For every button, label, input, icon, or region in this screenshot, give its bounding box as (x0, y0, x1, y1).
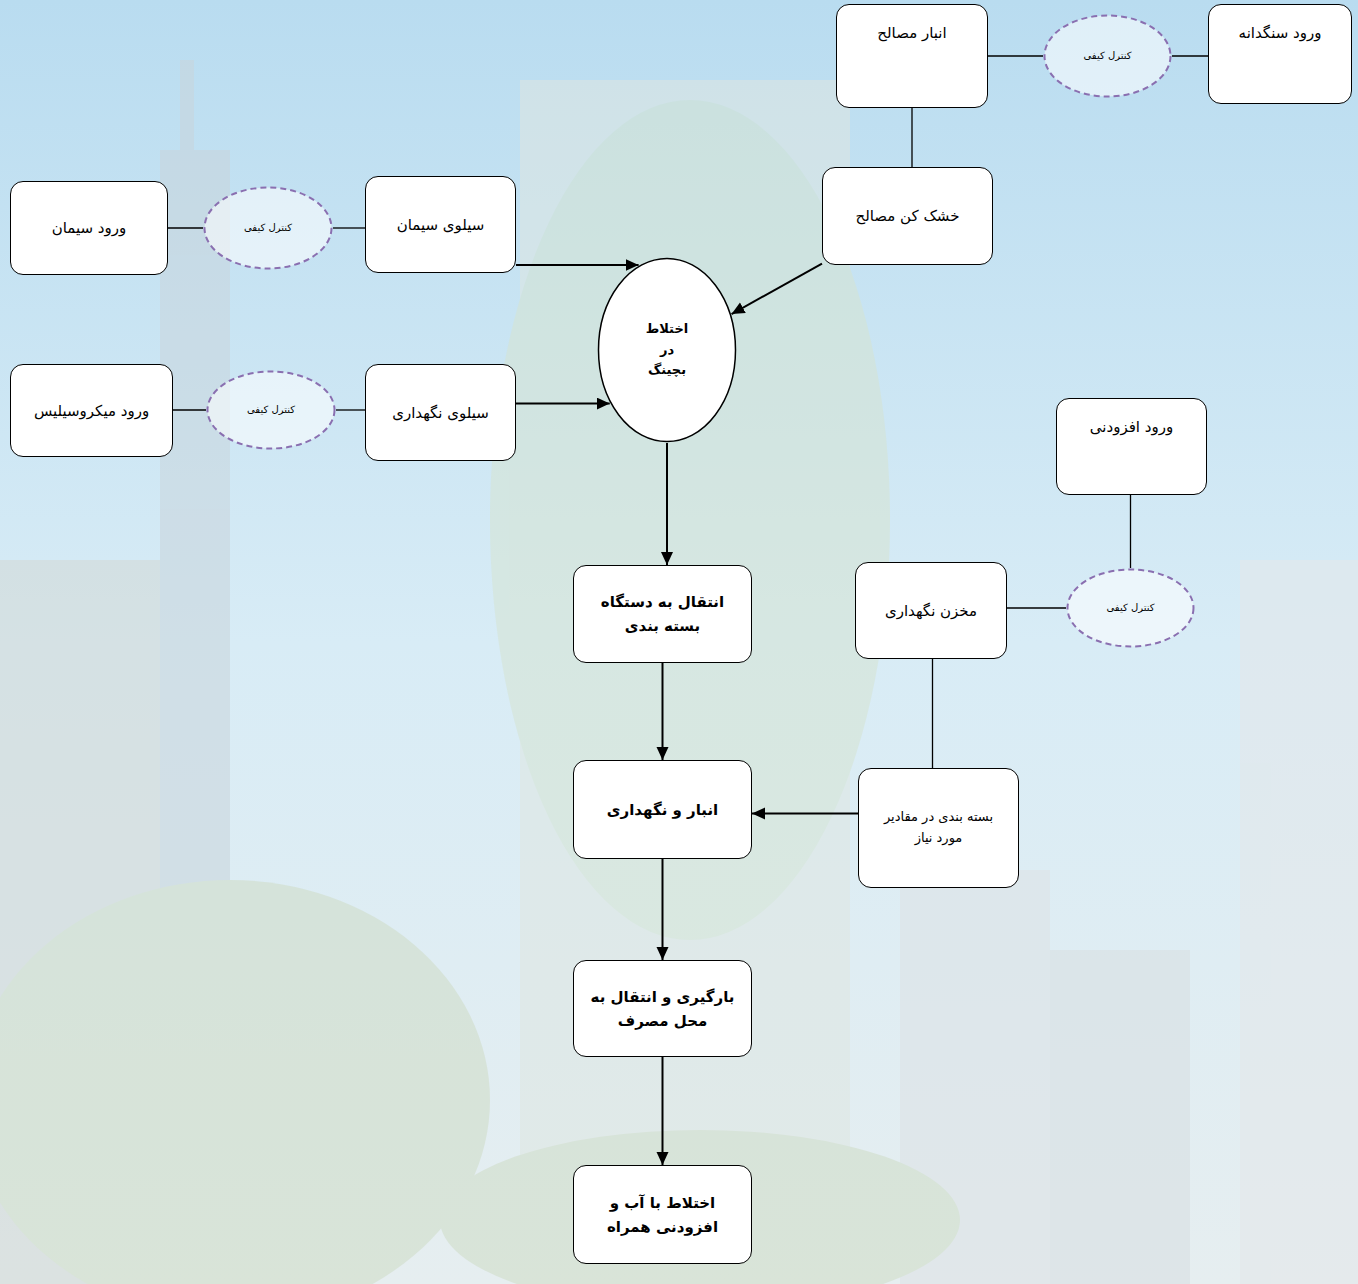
process-box: سیلوی سیمان (365, 176, 516, 273)
connector-line (988, 55, 1043, 56)
node-label: مخزن نگهداری (885, 599, 977, 623)
node-label: انتقال به دستگاه بسته بندی (584, 590, 741, 638)
node-label: سیلوی نگهداری (392, 401, 489, 425)
process-box: انبار و نگهداری (573, 760, 752, 859)
process-box: بارگیری و انتقال به محل مصرف (573, 960, 752, 1057)
flow-arrow (516, 403, 610, 405)
node-label: اختلاط با آب و افزودنی همراه (584, 1191, 741, 1239)
flow-arrow (666, 443, 668, 565)
process-box: خشک کن مصالح (822, 167, 993, 265)
quality-control-ellipse: اختلاط در بچینگ (597, 257, 737, 443)
connector-line (333, 227, 365, 228)
node-label: کنترل کیفی (244, 220, 292, 236)
connector-line (1007, 607, 1066, 608)
node-label: ورود میکروسیلیس (34, 399, 149, 423)
process-box: سیلوی نگهداری (365, 364, 516, 461)
flow-arrow (752, 813, 858, 815)
flow-arrow (732, 264, 822, 314)
node-label: ورود سنگدانه (1239, 21, 1322, 45)
connector-line (911, 108, 912, 167)
process-box: ورود افزودنی (1056, 398, 1207, 495)
node-label: کنترل کیفی (1107, 600, 1155, 616)
node-label: بارگیری و انتقال به محل مصرف (584, 985, 741, 1033)
quality-control-ellipse: کنترل کیفی (206, 370, 336, 450)
process-box: انتقال به دستگاه بسته بندی (573, 565, 752, 663)
node-label: کنترل کیفی (1084, 48, 1132, 64)
flow-arrow (662, 1057, 664, 1165)
quality-control-ellipse: کنترل کیفی (1043, 14, 1172, 98)
process-box: ورود سیمان (10, 181, 168, 275)
connector-line (932, 659, 933, 768)
node-label: ورود سیمان (52, 216, 127, 240)
flow-arrow (662, 859, 664, 960)
node-label: اختلاط در بچینگ (639, 319, 695, 381)
node-label: انبار مصالح (877, 21, 946, 45)
process-box: ورود سنگدانه (1208, 4, 1352, 104)
quality-control-ellipse: کنترل کیفی (1066, 568, 1195, 648)
process-box: انبار مصالح (836, 4, 988, 108)
connector-line (173, 409, 206, 410)
process-box: بسته بندی در مقادیر مورد نیاز (858, 768, 1019, 888)
connector-line (1130, 495, 1131, 568)
node-label: سیلوی سیمان (397, 213, 485, 237)
quality-control-ellipse: کنترل کیفی (203, 186, 333, 270)
connector-line (168, 227, 203, 228)
connector-line (1172, 55, 1208, 56)
node-label: کنترل کیفی (247, 402, 295, 418)
process-box: اختلاط با آب و افزودنی همراه (573, 1165, 752, 1264)
flow-arrow (662, 663, 664, 760)
connector-line (336, 409, 365, 410)
node-label: انبار و نگهداری (607, 798, 718, 822)
flow-arrow (516, 264, 639, 266)
process-box: ورود میکروسیلیس (10, 364, 173, 457)
node-label: بسته بندی در مقادیر مورد نیاز (879, 807, 999, 849)
node-label: خشک کن مصالح (855, 204, 959, 228)
node-label: ورود افزودنی (1090, 415, 1173, 439)
process-box: مخزن نگهداری (855, 562, 1007, 659)
